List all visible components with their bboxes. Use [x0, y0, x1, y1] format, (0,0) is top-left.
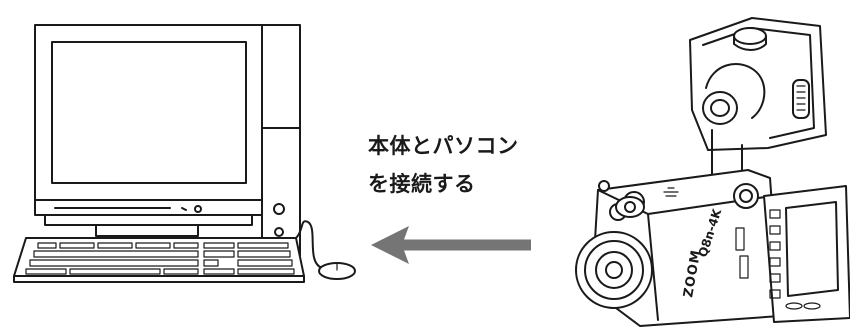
- monitor-screen: [51, 41, 247, 184]
- pc-illustration: [13, 24, 356, 283]
- mouse-icon: [295, 220, 356, 280]
- keyboard: [13, 237, 305, 283]
- direction-arrow: [371, 226, 531, 264]
- mic-cage: [689, 17, 827, 189]
- camera-lens: [575, 231, 653, 309]
- caption-line-2: を接続する: [368, 171, 476, 196]
- connection-caption: 本体とパソコン を接続する: [368, 127, 519, 203]
- record-button-icon: [615, 196, 645, 218]
- caption-line-1: 本体とパソコン: [368, 133, 519, 158]
- lcd-display: [785, 201, 839, 297]
- camera-illustration: Q8n-4K ZOOM: [575, 17, 850, 327]
- power-button-icon: [273, 203, 285, 215]
- flip-screen: [763, 185, 850, 323]
- pc-monitor: [34, 24, 263, 237]
